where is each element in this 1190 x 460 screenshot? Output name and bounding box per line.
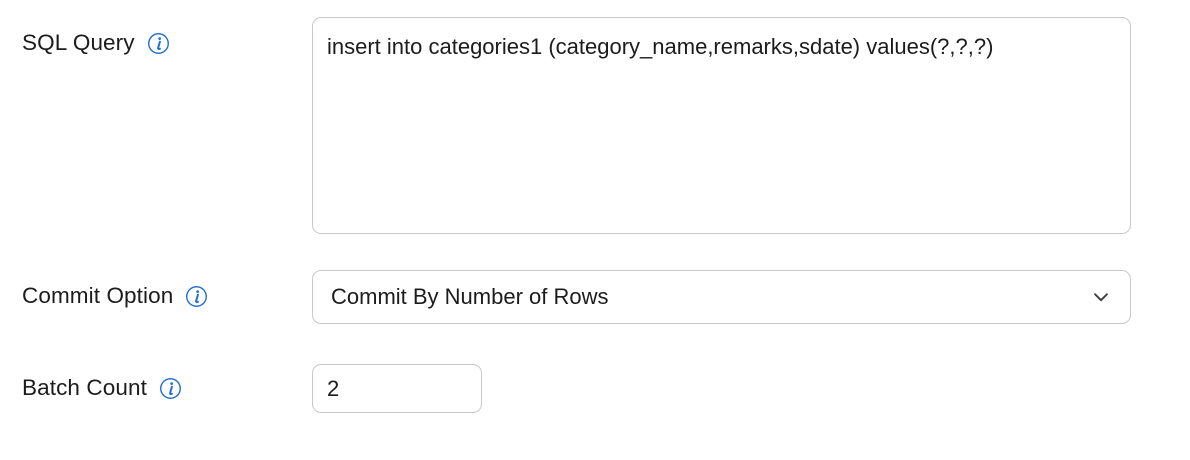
commit-option-select[interactable]: Commit By Number of Rows xyxy=(312,270,1131,324)
sql-query-label-group: SQL Query xyxy=(22,32,170,55)
sql-query-textarea[interactable]: insert into categories1 (category_name,r… xyxy=(312,17,1131,234)
chevron-down-icon[interactable] xyxy=(1090,286,1112,308)
commit-option-label: Commit Option xyxy=(22,283,174,309)
batch-count-input[interactable]: 2 xyxy=(312,364,482,413)
info-circle-icon[interactable] xyxy=(147,32,170,55)
commit-option-selected-value: Commit By Number of Rows xyxy=(331,284,609,309)
page-title: SQL Query xyxy=(22,30,135,56)
batch-count-label-group: Batch Count xyxy=(22,377,182,400)
commit-option-label-group: Commit Option xyxy=(22,285,208,308)
batch-count-label: Batch Count xyxy=(22,375,147,401)
info-circle-icon[interactable] xyxy=(159,377,182,400)
info-circle-icon[interactable] xyxy=(185,285,208,308)
